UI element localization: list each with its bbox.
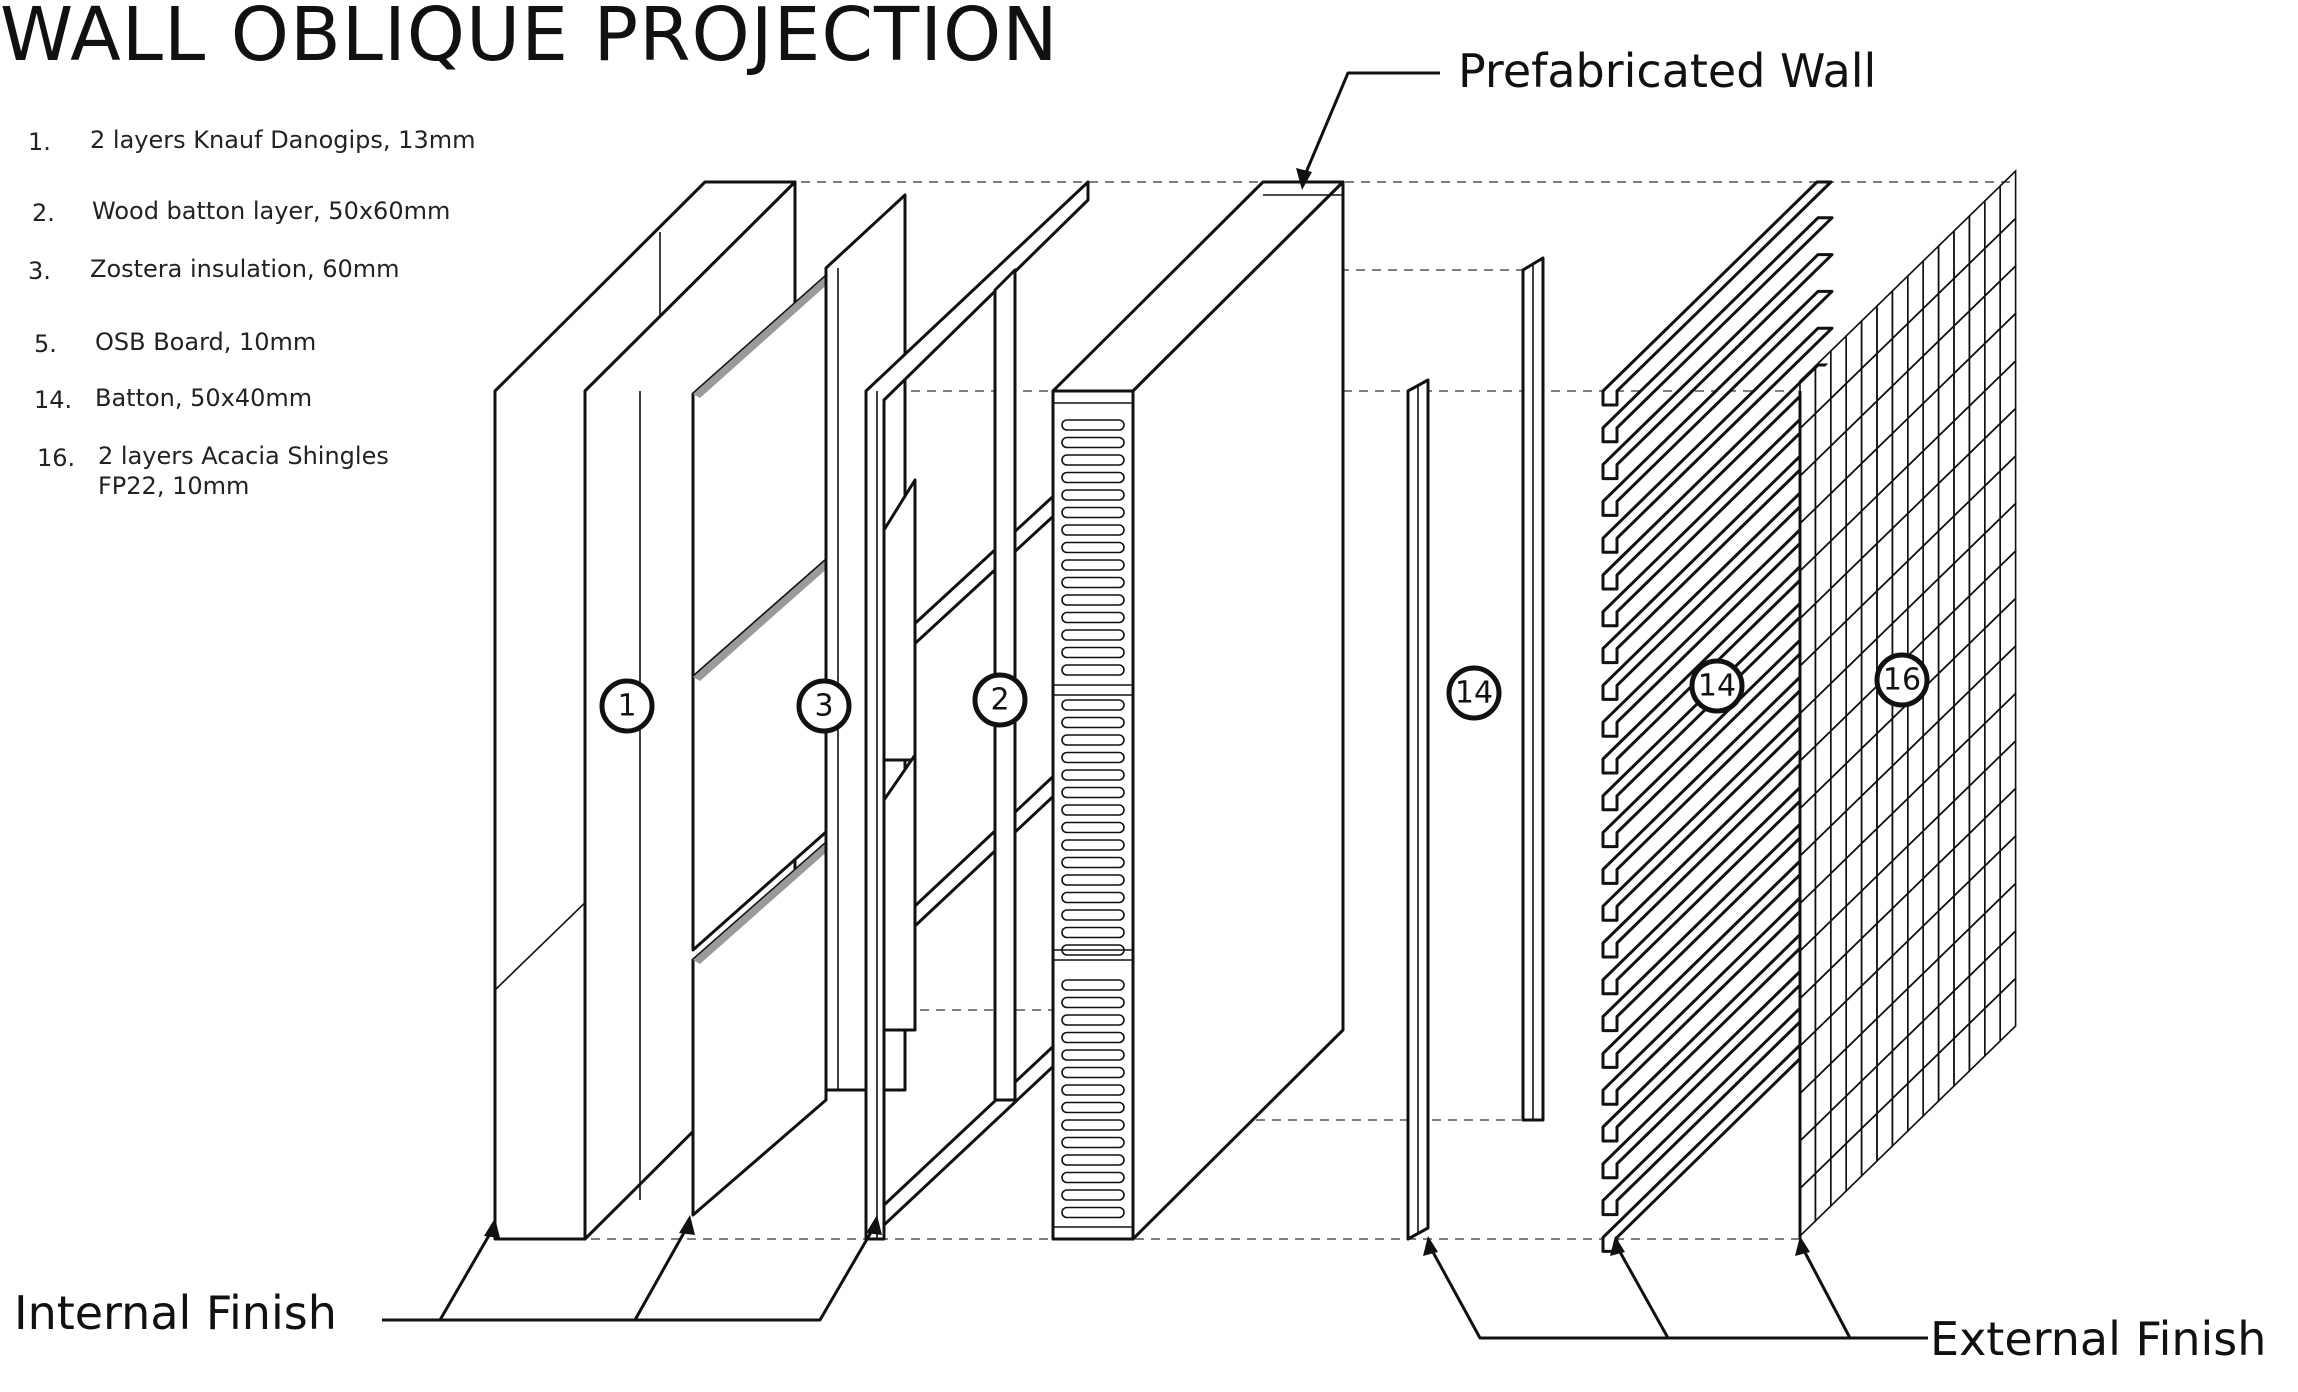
label-prefabricated-wall: Prefabricated Wall [1458,44,1877,98]
insulation-coil [1061,506,1125,519]
insulation-coil [1061,926,1125,939]
legend-text-5: OSB Board, 10mm [95,328,317,356]
callout-14-vertical: 14 [1446,665,1502,721]
callout-14-horizontal: 14 [1689,658,1745,714]
legend-text-2: Wood batton layer, 50x60mm [92,197,451,225]
insulation-coil [1061,769,1125,781]
horizontal-batton [1601,363,1834,591]
svg-text:14: 14 [1455,676,1493,711]
legend-text-16-line2: FP22, 10mm [98,472,250,500]
insulation-coil [1061,979,1125,991]
insulation-coil [1061,594,1125,606]
insulation-coil [1061,1206,1125,1219]
svg-text:2: 2 [990,683,1009,718]
legend-num-3: 3. [28,257,51,285]
insulation-coil [1061,1101,1125,1114]
horizontal-batton [1601,216,1834,444]
legend-text-3: Zostera insulation, 60mm [90,255,400,283]
leader-lines [382,71,1928,1340]
svg-text:16: 16 [1883,663,1921,698]
insulation-coil [1061,891,1125,904]
callout-16: 16 [1874,652,1930,708]
prefabricated-wall [1051,180,1345,1241]
legend-text-16: 2 layers Acacia Shingles [98,442,389,470]
callout-3: 3 [796,678,852,734]
insulation-coil [1061,804,1125,816]
legend-text-14: Batton, 50x40mm [95,384,313,412]
legend: 1. 2 layers Knauf Danogips, 13mm 2. Wood… [0,0,520,560]
horizontal-batton [1601,289,1834,517]
insulation-coil [1061,1119,1125,1131]
legend-num-2: 2. [32,199,55,227]
insulation-coil [1061,576,1125,589]
insulation-coil [1061,419,1125,431]
svg-text:14: 14 [1698,669,1736,704]
horizontal-batton [1601,180,1833,407]
insulation-coil [1061,1066,1125,1079]
insulation-coil [1061,1084,1125,1096]
insulation-coil [1061,664,1125,676]
insulation-coil [1061,1189,1125,1201]
insulation-coil [1061,611,1125,624]
insulation-coil [1061,996,1125,1009]
insulation-coil [1061,524,1125,536]
insulation-coil [1061,1136,1125,1149]
insulation-coil [1061,734,1125,746]
svg-text:3: 3 [814,689,833,724]
insulation-coil [1061,1014,1125,1026]
legend-num-5: 5. [34,330,57,358]
insulation-coil [1061,909,1125,921]
layer-horizontal-battons [1601,180,1834,1253]
insulation-coil [1061,559,1125,571]
layer-wood-batton [864,180,1090,1241]
insulation-coil [1061,629,1125,641]
insulation-coil [1061,1031,1125,1044]
legend-num-1: 1. [28,128,51,156]
insulation-coil [1061,874,1125,886]
insulation-coil [1061,839,1125,851]
insulation-coil [1061,751,1125,764]
insulation-coil [1061,489,1125,501]
callout-1: 1 [599,678,655,734]
insulation-coil [1061,436,1125,449]
insulation-coil [1061,454,1125,466]
insulation-coil [1061,1049,1125,1061]
legend-num-14: 14. [34,386,73,414]
legend-text-1: 2 layers Knauf Danogips, 13mm [90,126,476,154]
layer-vertical-batton [1406,256,1545,1241]
insulation-coil [1061,471,1125,484]
insulation-coil [1061,786,1125,799]
insulation-coil [1061,1154,1125,1166]
insulation-coil [1061,821,1125,834]
horizontal-batton [1601,253,1834,481]
insulation-coil [1061,716,1125,729]
insulation-coil [1061,646,1125,659]
diagram-title: WALL OBLIQUE PROJECTION [0,0,1059,78]
shingle-tile [1999,976,2017,1043]
insulation-coil [1061,856,1125,869]
horizontal-batton [1601,326,1834,554]
insulation-coil [1061,944,1125,956]
insulation-coil [1061,541,1125,554]
label-external-finish: External Finish [1930,1312,2267,1366]
svg-text:1: 1 [617,689,636,724]
label-internal-finish: Internal Finish [14,1286,337,1340]
insulation-coil [1061,699,1125,711]
callout-2: 2 [972,672,1028,728]
legend-num-16: 16. [37,444,76,472]
insulation-coil [1061,1171,1125,1184]
